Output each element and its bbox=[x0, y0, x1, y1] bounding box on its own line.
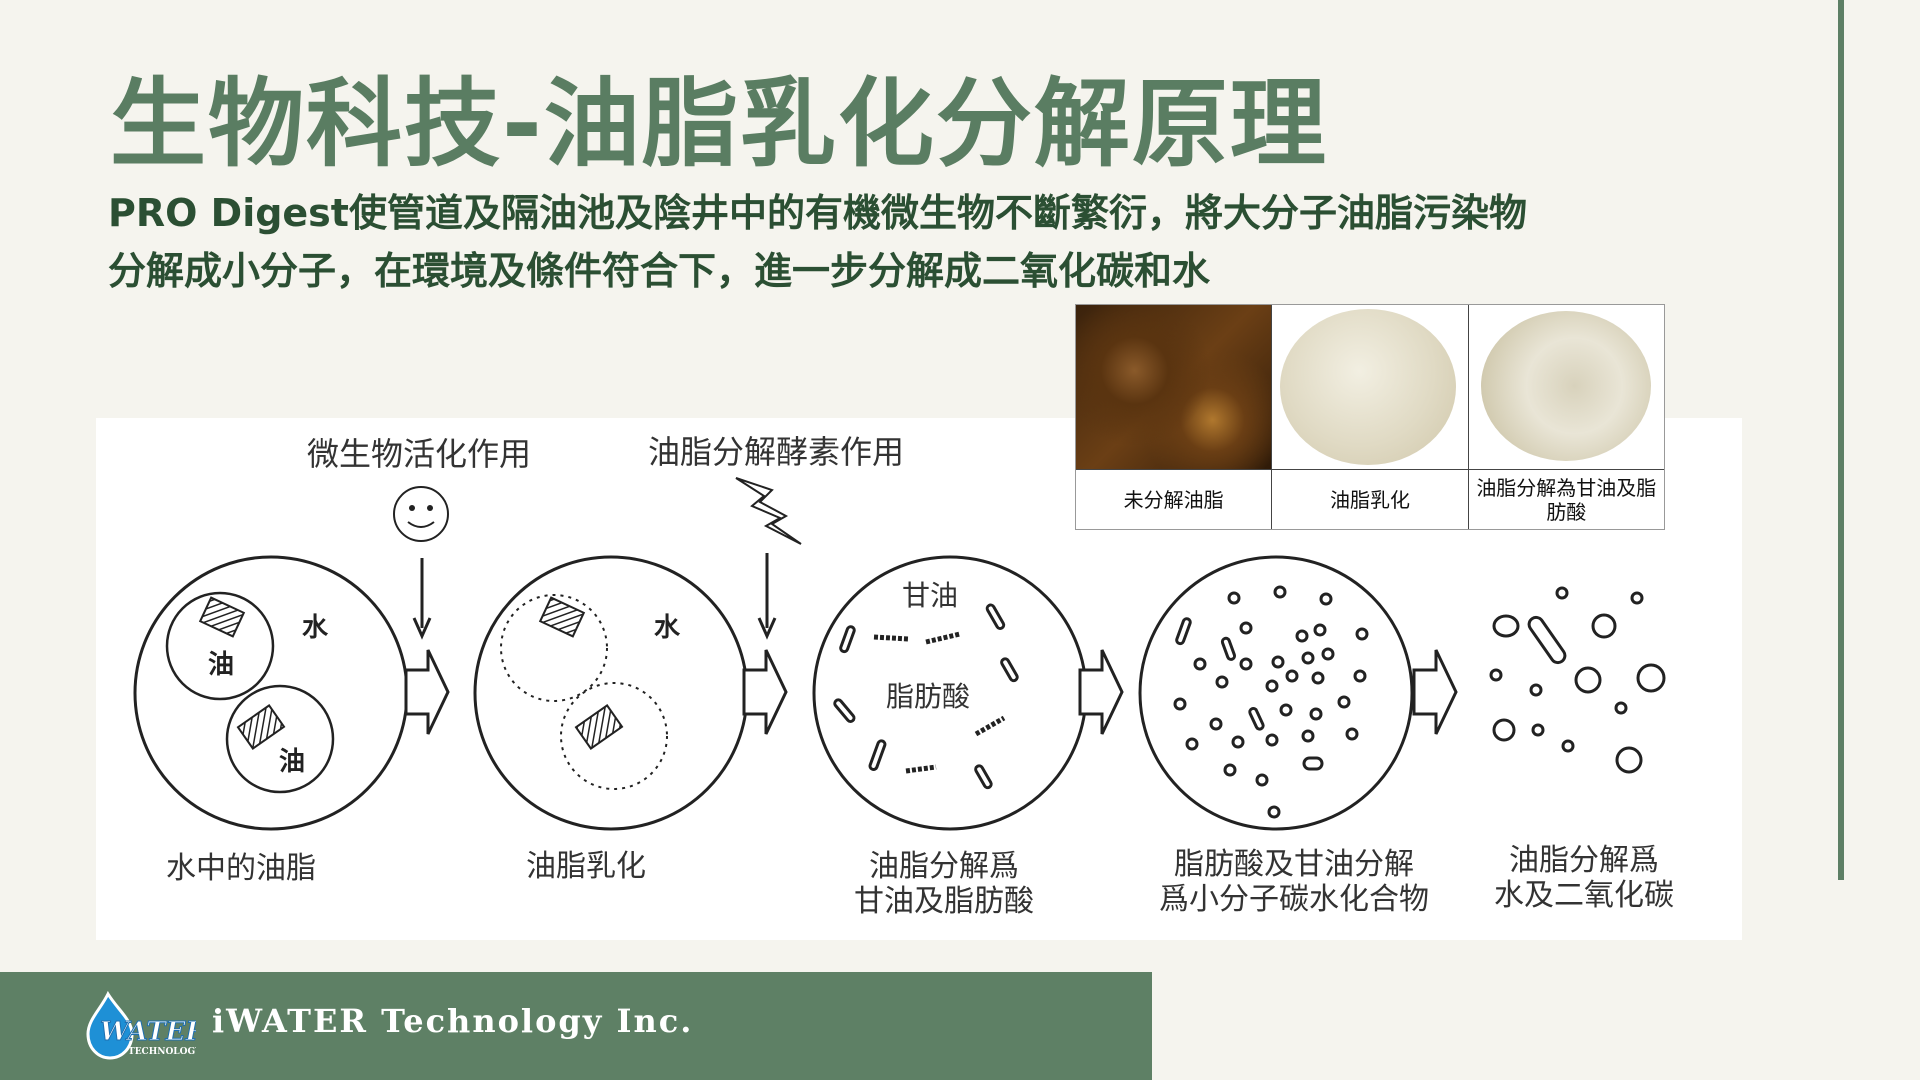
lightning-enzyme-icon bbox=[735, 477, 802, 545]
page-subtitle: PRO Digest使管道及隔油池及陰井中的有機微生物不斷繁衍，將大分子油脂污染… bbox=[108, 184, 1748, 300]
step-caption: 脂肪酸及甘油分解 bbox=[1174, 847, 1414, 882]
page-title: 生物科技-油脂乳化分解原理 bbox=[110, 68, 1328, 180]
step-caption: 水及二氧化碳 bbox=[1494, 878, 1674, 913]
water-label: 水 bbox=[654, 613, 681, 643]
accent-vertical-line bbox=[1838, 0, 1844, 880]
down-arrow-icon bbox=[412, 558, 432, 640]
stage-circle-oil-in-water: 油 油 水 bbox=[133, 555, 409, 831]
iwater-logo-icon: WATER TECHNOLOGY bbox=[86, 990, 196, 1060]
stage-circle-glycerin-fatty-acid: 甘油 脂肪酸 bbox=[812, 555, 1088, 831]
step-caption: 水中的油脂 bbox=[166, 851, 316, 886]
photo-cell-decomposed: 油脂分解為甘油及脂肪酸 bbox=[1468, 305, 1664, 529]
logo-subtext: TECHNOLOGY bbox=[128, 1047, 196, 1057]
microbe-activation-label: 微生物活化作用 bbox=[307, 435, 531, 473]
down-arrow-icon bbox=[757, 553, 777, 640]
step-caption: 油脂乳化 bbox=[526, 849, 646, 884]
photo-cell-emulsified: 油脂乳化 bbox=[1272, 305, 1469, 529]
step-caption: 油脂分解爲 bbox=[869, 849, 1019, 884]
smiley-microbe-icon bbox=[393, 486, 449, 542]
right-arrow-icon bbox=[742, 649, 788, 735]
raw-grease-photo bbox=[1076, 305, 1272, 470]
decomposed-grease-photo bbox=[1468, 305, 1664, 470]
oil-label: 油 bbox=[279, 747, 305, 777]
fatty-acid-label: 脂肪酸 bbox=[886, 680, 970, 713]
logo-text: WATER bbox=[100, 1017, 196, 1047]
step-caption: 甘油及脂肪酸 bbox=[854, 884, 1034, 919]
right-arrow-icon bbox=[1078, 649, 1124, 735]
right-arrow-icon bbox=[404, 649, 450, 735]
water-label: 水 bbox=[302, 613, 329, 643]
stage-circle-small-molecules bbox=[1138, 555, 1414, 831]
step-caption: 爲小分子碳水化合物 bbox=[1159, 882, 1429, 917]
stage-circle-emulsified: 水 bbox=[473, 555, 749, 831]
enzyme-action-label: 油脂分解酵素作用 bbox=[648, 433, 904, 471]
right-arrow-icon bbox=[1412, 649, 1458, 735]
photo-cell-raw: 未分解油脂 bbox=[1076, 305, 1273, 529]
footer-bar: WATER TECHNOLOGY iWATER Technology Inc. bbox=[0, 972, 1152, 1080]
subtitle-line-2: 分解成小分子，在環境及條件符合下，進一步分解成二氧化碳和水 bbox=[108, 249, 1211, 293]
photo-caption: 未分解油脂 bbox=[1123, 487, 1224, 512]
subtitle-line-1: PRO Digest使管道及隔油池及陰井中的有機微生物不斷繁衍，將大分子油脂污染… bbox=[108, 191, 1527, 235]
company-name: iWATER Technology Inc. bbox=[212, 1002, 694, 1040]
oil-decomposition-diagram: 微生物活化作用 油脂分解酵素作用 油 油 水 水 bbox=[133, 433, 1674, 919]
photo-caption: 油脂分解為甘油及脂肪酸 bbox=[1476, 475, 1657, 524]
oil-label: 油 bbox=[208, 650, 234, 680]
emulsified-grease-photo bbox=[1272, 305, 1468, 470]
grease-photo-strip: 未分解油脂 油脂乳化 油脂分解為甘油及脂肪酸 bbox=[1075, 304, 1665, 530]
glycerin-label: 甘油 bbox=[902, 579, 958, 612]
water-co2-molecules bbox=[1489, 586, 1666, 774]
photo-caption: 油脂乳化 bbox=[1329, 487, 1410, 512]
step-caption: 油脂分解爲 bbox=[1509, 843, 1659, 878]
